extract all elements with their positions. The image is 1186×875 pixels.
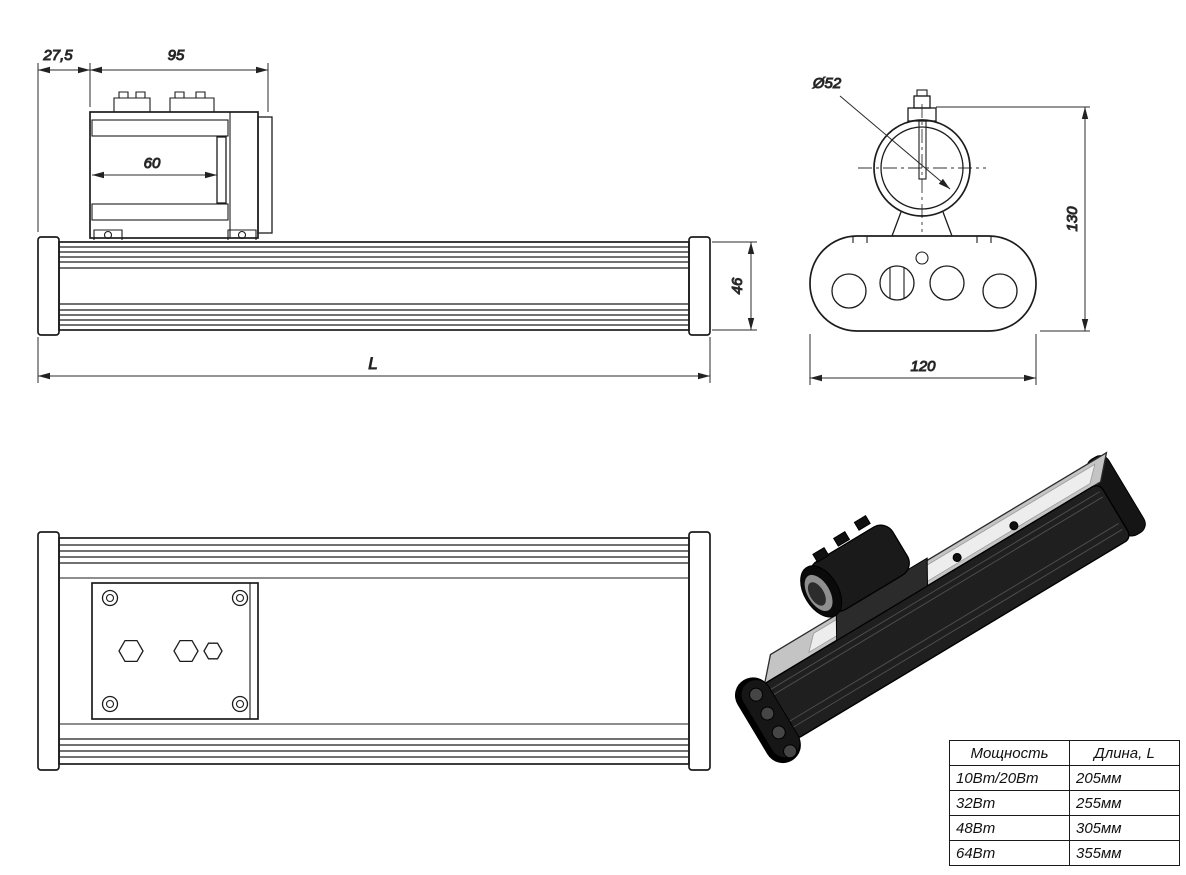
- clamp-inner-circle: [880, 126, 964, 210]
- iso-clamp-top-bolts: [812, 515, 871, 563]
- base-top-bolts: [852, 235, 992, 243]
- bracket-foot-bolt-right: [237, 230, 247, 240]
- cell-length-4: 355мм: [1069, 840, 1180, 866]
- cell-length-1: 205мм: [1069, 765, 1180, 791]
- plate-bolt-tl-inner: [105, 593, 115, 603]
- cell-power-4: 64Вт: [949, 840, 1070, 866]
- end-view: Ø52 130 120: [809, 75, 1090, 385]
- plate-bolt-bl: [101, 695, 119, 713]
- cell-power-1: 10Вт/20Вт: [949, 765, 1070, 791]
- plate-bolt-tl: [101, 589, 119, 607]
- plate-bolt-bl-inner: [105, 699, 115, 709]
- bracket-hatch-bottom: [91, 203, 229, 221]
- clamp-screw-shaft: [918, 120, 927, 180]
- side-view: 27,5 95 60 46 L: [37, 47, 757, 383]
- iso-front-hole-4: [783, 744, 798, 759]
- base-hole-4: [982, 273, 1018, 309]
- dimension-bracket-width: 95: [90, 47, 269, 112]
- dimension-clamp-diameter: Ø52: [811, 75, 951, 190]
- base-small-hole: [915, 251, 929, 265]
- top-left-endcap: [37, 531, 60, 771]
- top-bracket-plate: [91, 582, 259, 720]
- dimension-overall-height: 130: [936, 106, 1090, 332]
- plate-bolt-tr-inner: [235, 593, 245, 603]
- dim-side-offset-label: 27,5: [42, 47, 73, 64]
- cell-length-3: 305мм: [1069, 815, 1180, 841]
- plate-outline: [91, 582, 259, 720]
- table-row: 10Вт/20Вт 205мм: [949, 765, 1180, 791]
- top-body-channel-lines: [59, 577, 689, 725]
- bracket-side-plate: [257, 116, 273, 234]
- base-hole-1: [831, 273, 867, 309]
- dimension-body-length: L: [37, 337, 711, 383]
- power-length-table: Мощность Длина, L 10Вт/20Вт 205мм 32Вт 2…: [949, 740, 1180, 866]
- dimension-base-width: 120: [809, 334, 1037, 385]
- side-body: [37, 236, 711, 336]
- side-left-endcap: [37, 236, 60, 336]
- bracket-feet: [93, 229, 257, 240]
- side-body-fin-lines: [59, 246, 689, 326]
- dim-body-height-label: 46: [729, 277, 746, 294]
- iso-front-hole-1: [749, 687, 764, 702]
- isometric-view: [734, 451, 1146, 764]
- top-view: [37, 531, 711, 771]
- iso-front-hole-3: [771, 725, 786, 740]
- table-row: 64Вт 355мм: [949, 840, 1180, 866]
- dim-bracket-width-label: 95: [168, 47, 185, 64]
- base-plate: [809, 235, 1037, 332]
- plate-bolt-tr: [231, 589, 249, 607]
- table-row: 48Вт 305мм: [949, 815, 1180, 841]
- plate-hex-bolts: [118, 639, 223, 663]
- iso-top-screw-1: [952, 553, 962, 563]
- dim-overall-height-label: 130: [1064, 206, 1081, 232]
- bracket-top-bolts: [113, 91, 215, 112]
- cell-length-2: 255мм: [1069, 790, 1180, 816]
- clamp-outer-circle: [873, 119, 971, 217]
- plate-bolt-br-inner: [235, 699, 245, 709]
- dim-bracket-inner-label: 60: [144, 155, 161, 172]
- dim-clamp-diameter-label: Ø52: [812, 75, 842, 92]
- dim-body-length-label: L: [368, 354, 377, 373]
- dimension-bracket-inner: 60: [92, 155, 217, 179]
- base-hole-2: [879, 265, 915, 301]
- bracket-foot-bolt-left: [103, 230, 113, 240]
- table-header-length: Длина, L: [1069, 740, 1180, 766]
- side-bracket: [89, 91, 273, 240]
- side-right-endcap: [688, 236, 711, 336]
- side-body-profile: [58, 241, 690, 331]
- plate-bolt-br: [231, 695, 249, 713]
- bracket-hatch-top: [91, 119, 229, 137]
- iso-front-hole-2: [760, 706, 775, 721]
- iso-clamp-bore-hole: [807, 582, 826, 606]
- top-body-profile: [58, 537, 690, 765]
- top-body-fin-lines: [59, 544, 689, 758]
- dimension-body-height: 46: [712, 241, 757, 331]
- table-header-power: Мощность: [949, 740, 1070, 766]
- base-hole-2-slot: [889, 268, 905, 298]
- cell-power-3: 48Вт: [949, 815, 1070, 841]
- base-hole-3: [929, 265, 965, 301]
- dim-base-width-label: 120: [910, 358, 936, 375]
- iso-clamp-plate: [835, 557, 929, 642]
- table-row: 32Вт 255мм: [949, 790, 1180, 816]
- table-header-row: Мощность Длина, L: [949, 740, 1180, 766]
- top-right-endcap: [688, 531, 711, 771]
- dimension-side-offset: 27,5: [37, 47, 91, 232]
- clamp-stem: [891, 211, 953, 237]
- clamp-bolt-head: [916, 89, 928, 97]
- iso-top-screw-2: [1009, 521, 1019, 531]
- iso-side-ribs: [770, 491, 1123, 728]
- cell-power-2: 32Вт: [949, 790, 1070, 816]
- bracket-pin: [216, 136, 227, 204]
